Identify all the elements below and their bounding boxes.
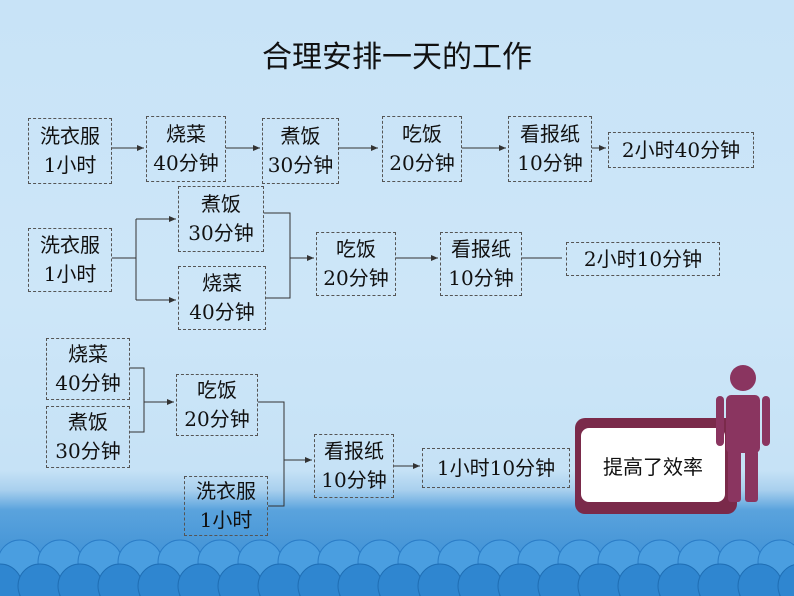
page-title: 合理安排一天的工作 <box>262 40 532 75</box>
total-r2: 2小时10分钟 <box>566 242 720 276</box>
branch-r3-left <box>130 367 145 433</box>
efficiency-callout: 提高了效率 <box>575 418 737 514</box>
branch-r2-right <box>264 212 291 299</box>
efficiency-callout-text: 提高了效率 <box>581 428 725 502</box>
branch-r3-right <box>258 401 285 507</box>
person-icon <box>716 365 770 502</box>
total-r3: 1小时10分钟 <box>422 448 570 488</box>
wave-bump <box>777 564 794 596</box>
total-r1: 2小时40分钟 <box>608 132 754 168</box>
wave-decoration <box>0 539 794 596</box>
